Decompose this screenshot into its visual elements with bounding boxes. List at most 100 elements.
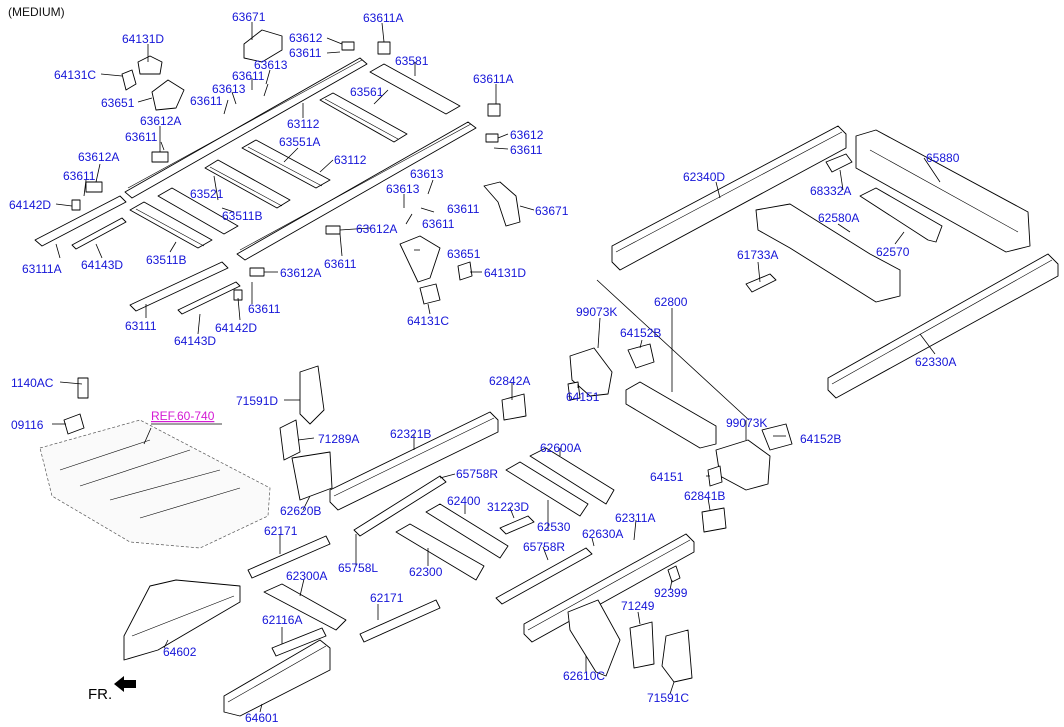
part-label[interactable]: 63611 — [510, 143, 543, 157]
part-label[interactable]: 63613 — [386, 182, 420, 196]
part-label[interactable]: 63612A — [356, 222, 397, 236]
part-label[interactable]: 62400 — [447, 494, 481, 508]
part-label[interactable]: 62630A — [582, 527, 623, 541]
part-label[interactable]: 63612A — [78, 150, 119, 164]
part-label[interactable]: 63511B — [222, 209, 262, 223]
part-label[interactable]: 63611 — [125, 130, 158, 144]
part-label[interactable]: 64131C — [407, 314, 449, 328]
cross-62580a — [755, 203, 901, 303]
part-label[interactable]: 92399 — [654, 586, 688, 600]
part-drawings — [34, 29, 1059, 717]
part-label[interactable]: 64152B — [800, 432, 841, 446]
part-label[interactable]: 64151 — [566, 390, 600, 404]
part-label[interactable]: 62842A — [489, 374, 530, 388]
part-label[interactable]: 64131C — [54, 68, 96, 82]
part-label[interactable]: 64143D — [174, 334, 216, 348]
assembly-64602 — [123, 579, 241, 661]
part-label[interactable]: 63613 — [410, 167, 444, 181]
part-label[interactable]: 63112 — [287, 117, 320, 131]
part-label[interactable]: 65880 — [926, 151, 960, 165]
part-label[interactable]: 64152B — [620, 326, 661, 340]
part-label[interactable]: 63611 — [248, 302, 281, 316]
part-label[interactable]: 62530 — [537, 520, 571, 534]
part-label[interactable]: 71591D — [236, 394, 278, 408]
part-label[interactable]: 65758R — [523, 540, 565, 554]
part-label[interactable]: 63611A — [473, 72, 513, 86]
part-label[interactable]: 62580A — [818, 211, 859, 225]
part-label[interactable]: 63111A — [22, 262, 62, 276]
part-label[interactable]: 63651 — [447, 247, 481, 261]
part-label[interactable]: 65758R — [456, 467, 498, 481]
part-label[interactable]: 64143D — [81, 258, 123, 272]
part-label[interactable]: 1140AC — [11, 376, 54, 390]
part-label[interactable]: 99073K — [576, 305, 617, 319]
part-label[interactable]: 61733A — [737, 248, 778, 262]
part-label[interactable]: 63611 — [422, 217, 455, 231]
part-label[interactable]: 63521 — [190, 187, 224, 201]
part-label[interactable]: 68332A — [810, 184, 851, 198]
part-label[interactable]: 62116A — [262, 613, 302, 627]
part-label[interactable]: 62171 — [370, 591, 404, 605]
leader-lines — [52, 22, 941, 713]
front-direction-label: FR. — [88, 686, 112, 703]
part-label[interactable]: 62841B — [684, 489, 725, 503]
bracket-63651-a — [151, 79, 185, 111]
part-label[interactable]: 63613 — [212, 82, 246, 96]
part-label[interactable]: 71289A — [318, 432, 359, 446]
cross-63511b-a — [157, 187, 239, 235]
part-label[interactable]: 62300 — [409, 565, 443, 579]
part-label[interactable]: 64602 — [163, 645, 197, 659]
part-label[interactable]: 64151 — [650, 470, 684, 484]
part-label[interactable]: 71249 — [621, 599, 655, 613]
part-label[interactable]: 63611 — [289, 46, 322, 60]
pillar-71591c — [661, 629, 693, 683]
part-label[interactable]: 63112 — [334, 153, 367, 167]
part-label[interactable]: 63611 — [232, 69, 265, 83]
part-label[interactable]: 62311A — [615, 511, 655, 525]
part-label[interactable]: 63612 — [289, 31, 323, 45]
part-label[interactable]: 99073K — [726, 416, 767, 430]
part-label[interactable]: 63613 — [254, 58, 288, 72]
part-label[interactable]: 71591C — [647, 691, 689, 705]
part-label[interactable]: 62330A — [915, 355, 956, 369]
part-label[interactable]: 62570 — [876, 245, 910, 259]
pillar-71591d — [299, 365, 325, 425]
part-label[interactable]: 09116 — [11, 418, 44, 432]
part-label[interactable]: 63611 — [324, 257, 357, 271]
part-label[interactable]: 63611 — [190, 94, 223, 108]
reference-link[interactable]: REF.60-740 — [151, 409, 215, 423]
part-label[interactable]: 62610C — [563, 669, 605, 683]
part-label[interactable]: 63611 — [447, 202, 480, 216]
part-label[interactable]: 65758L — [338, 561, 378, 575]
part-label[interactable]: 63581 — [395, 54, 429, 68]
part-label[interactable]: 64131D — [122, 32, 164, 46]
rail-63112-upper — [124, 57, 368, 199]
part-label[interactable]: 31223D — [487, 500, 529, 514]
part-label[interactable]: 63511B — [146, 253, 186, 267]
part-label[interactable]: 64601 — [245, 711, 279, 725]
part-label[interactable]: 63612A — [140, 114, 181, 128]
part-label[interactable]: 63671 — [535, 204, 569, 218]
part-label[interactable]: 62800 — [654, 295, 688, 309]
part-label[interactable]: 62600A — [540, 441, 581, 455]
part-label[interactable]: 63671 — [232, 10, 266, 24]
part-label[interactable]: 63611A — [363, 11, 403, 25]
part-label[interactable]: 62300A — [286, 569, 327, 583]
part-label[interactable]: 62340D — [683, 170, 725, 184]
part-label[interactable]: 63611 — [63, 169, 96, 183]
part-label[interactable]: 63612 — [510, 128, 544, 142]
clip-63612a-c — [325, 225, 341, 235]
part-label[interactable]: 63111 — [125, 319, 157, 333]
part-label[interactable]: 63651 — [101, 96, 135, 110]
part-label[interactable]: 64142D — [9, 198, 51, 212]
part-label[interactable]: 63561 — [350, 85, 384, 99]
part-label[interactable]: 62171 — [264, 524, 298, 538]
clip-09116 — [63, 413, 85, 435]
clip-64142d-a — [71, 199, 81, 211]
part-label[interactable]: 64131D — [484, 266, 526, 280]
part-label[interactable]: 62321B — [390, 427, 431, 441]
part-label[interactable]: 63612A — [280, 266, 321, 280]
part-label[interactable]: 63551A — [279, 135, 320, 149]
part-label[interactable]: 64142D — [215, 321, 257, 335]
part-label[interactable]: 62620B — [280, 504, 321, 518]
